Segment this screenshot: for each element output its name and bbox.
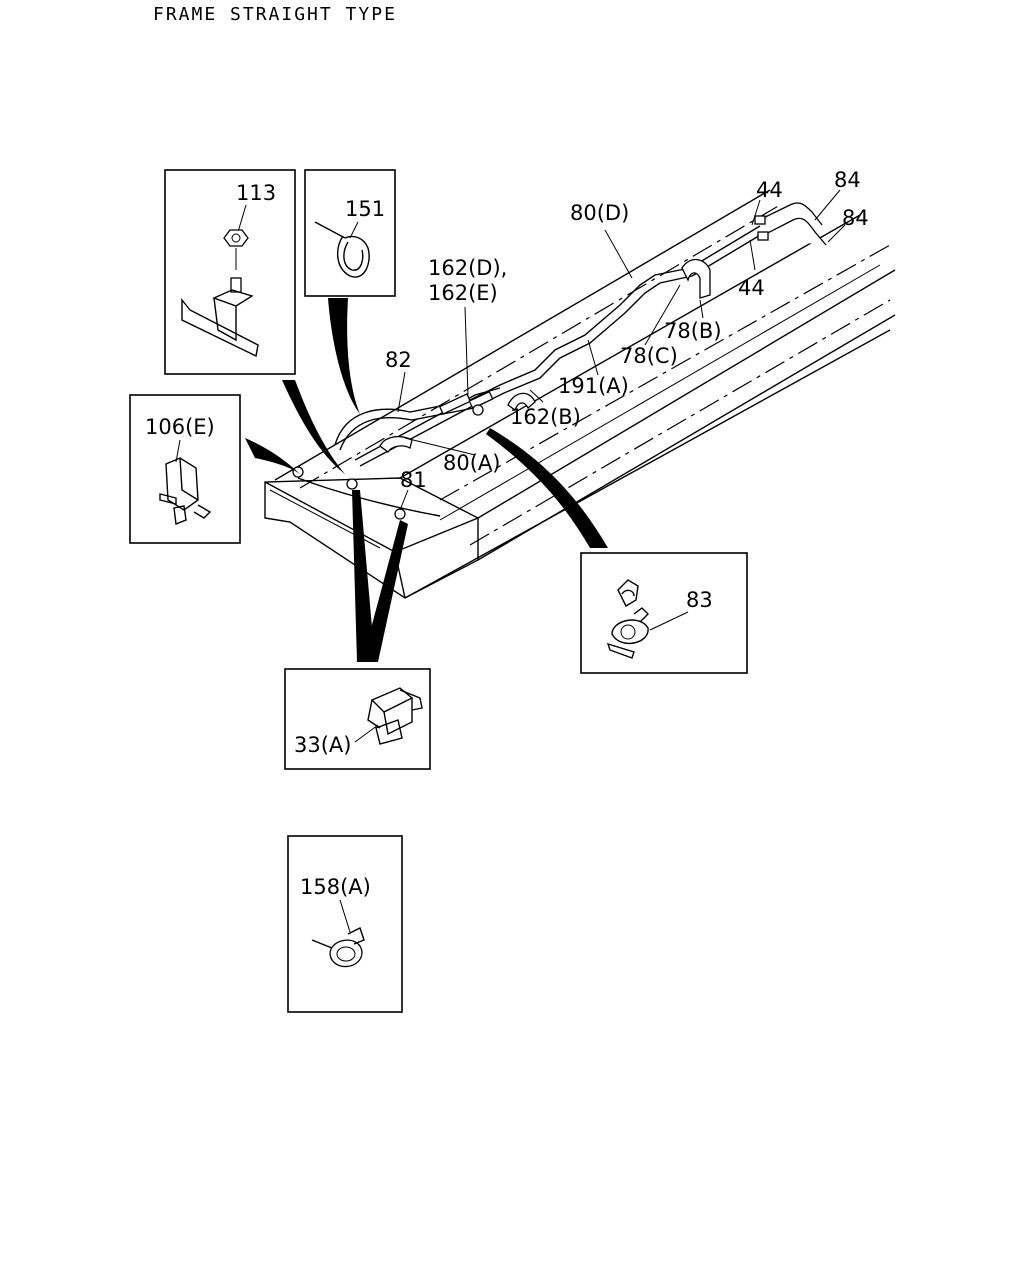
- fuel-pipes: [292, 202, 827, 520]
- label-84-top: 84: [834, 168, 861, 192]
- callout-wedges: [245, 298, 608, 662]
- frame-rail: [264, 189, 896, 599]
- inset-113: 113: [164, 169, 296, 375]
- inset-151-label: 151: [345, 197, 385, 221]
- inset-106e: 106(E): [129, 394, 241, 544]
- label-44-top: 44: [756, 178, 783, 202]
- label-81: 81: [400, 468, 427, 492]
- inset-151: 151: [304, 169, 396, 297]
- inset-113-label: 113: [236, 181, 276, 205]
- inset-33a-label: 33(A): [294, 733, 351, 757]
- label-78c: 78(C): [620, 344, 678, 368]
- page-title: FRAME STRAIGHT TYPE: [153, 4, 397, 25]
- inset-83: 83: [580, 552, 748, 674]
- leader-lines: [397, 189, 846, 511]
- label-78b: 78(B): [664, 319, 722, 343]
- inset-158a-label: 158(A): [300, 875, 371, 899]
- label-80a: 80(A): [443, 451, 500, 475]
- label-82: 82: [385, 348, 412, 372]
- inset-33a: 33(A): [284, 668, 431, 770]
- label-44-bottom: 44: [738, 276, 765, 300]
- inset-83-label: 83: [686, 588, 713, 612]
- label-162de-line2: 162(E): [428, 281, 498, 305]
- label-162de-line1: 162(D),: [428, 256, 507, 280]
- label-191a: 191(A): [558, 374, 629, 398]
- label-80d: 80(D): [570, 201, 629, 225]
- label-84-bottom: 84: [842, 206, 869, 230]
- label-162b: 162(B): [510, 405, 581, 429]
- inset-106e-label: 106(E): [145, 415, 215, 439]
- inset-158a: 158(A): [287, 835, 403, 1013]
